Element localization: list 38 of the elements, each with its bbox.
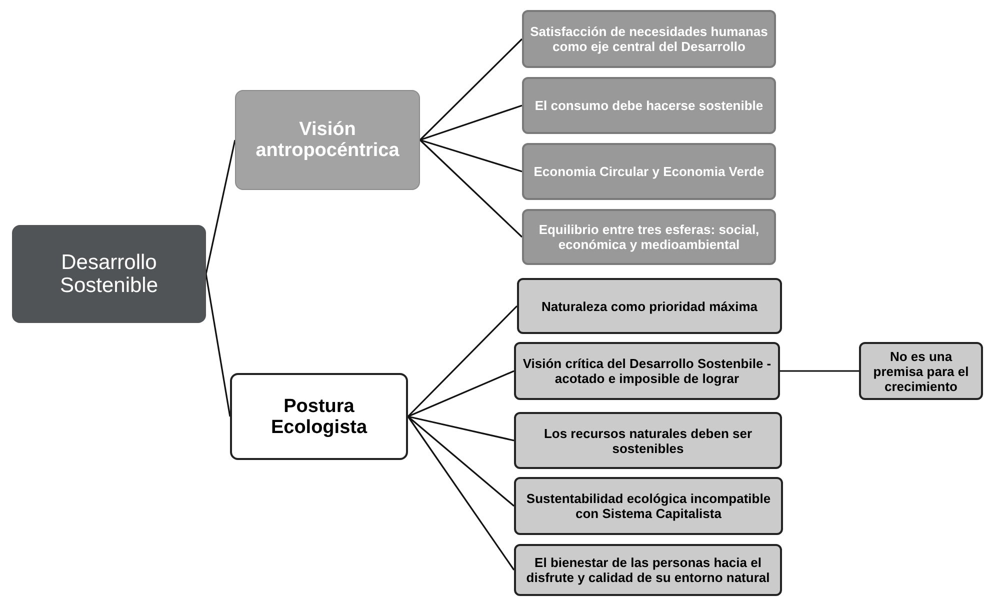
topic-box	[522, 209, 776, 265]
topic-box	[522, 77, 776, 134]
connector-line	[205, 274, 231, 417]
node-text: Visión antropocéntrica	[254, 119, 400, 161]
connector-line	[420, 104, 522, 141]
node-text: Economia Circular y Economia Verde	[534, 164, 764, 179]
node-text: Postura Ecologista	[270, 396, 368, 438]
node-text: No es una premisa para el crecimiento	[872, 348, 970, 394]
connector-line	[407, 416, 515, 570]
topic-box	[514, 412, 782, 469]
topic-box	[514, 544, 782, 596]
connector-line	[407, 416, 515, 507]
node-text: Visión crítica del Desarrollo Sostenbile - acotado e imposible de lograr	[522, 356, 772, 386]
topic-box	[517, 278, 782, 334]
connector-line	[419, 38, 523, 141]
connector-line	[780, 370, 859, 372]
topic-box	[859, 342, 983, 400]
connector-line	[408, 370, 514, 418]
node-text: Sustentabilidad ecológica incompatible con Sistema Capitalista	[525, 491, 772, 521]
connector-line	[408, 416, 514, 442]
node-text: Los recursos naturales deben ser sostenibles	[542, 426, 754, 456]
node-text: Equilibrio entre tres esferas: social, económica y medioambiental	[538, 222, 760, 252]
connector-line	[419, 139, 523, 238]
branch-box	[230, 373, 408, 460]
root-box	[12, 225, 206, 323]
topic-box	[522, 143, 776, 200]
node-text: Desarrollo Sostenible	[58, 251, 160, 297]
node-text: El consumo debe hacerse sostenible	[534, 98, 764, 113]
connector-line	[407, 305, 518, 418]
connector-line	[420, 139, 522, 172]
topic-box	[522, 10, 776, 68]
node-text: Satisfacción de necesidades humanas como eje central del Desarrollo	[529, 24, 769, 54]
topic-box	[514, 477, 783, 535]
topic-box	[514, 342, 780, 400]
node-text: El bienestar de las personas hacia el disfrute y calidad de su entorno natural	[525, 555, 771, 585]
connector-line	[205, 140, 236, 274]
node-text: Naturaleza como prioridad máxima	[541, 298, 758, 314]
branch-box	[235, 90, 420, 190]
